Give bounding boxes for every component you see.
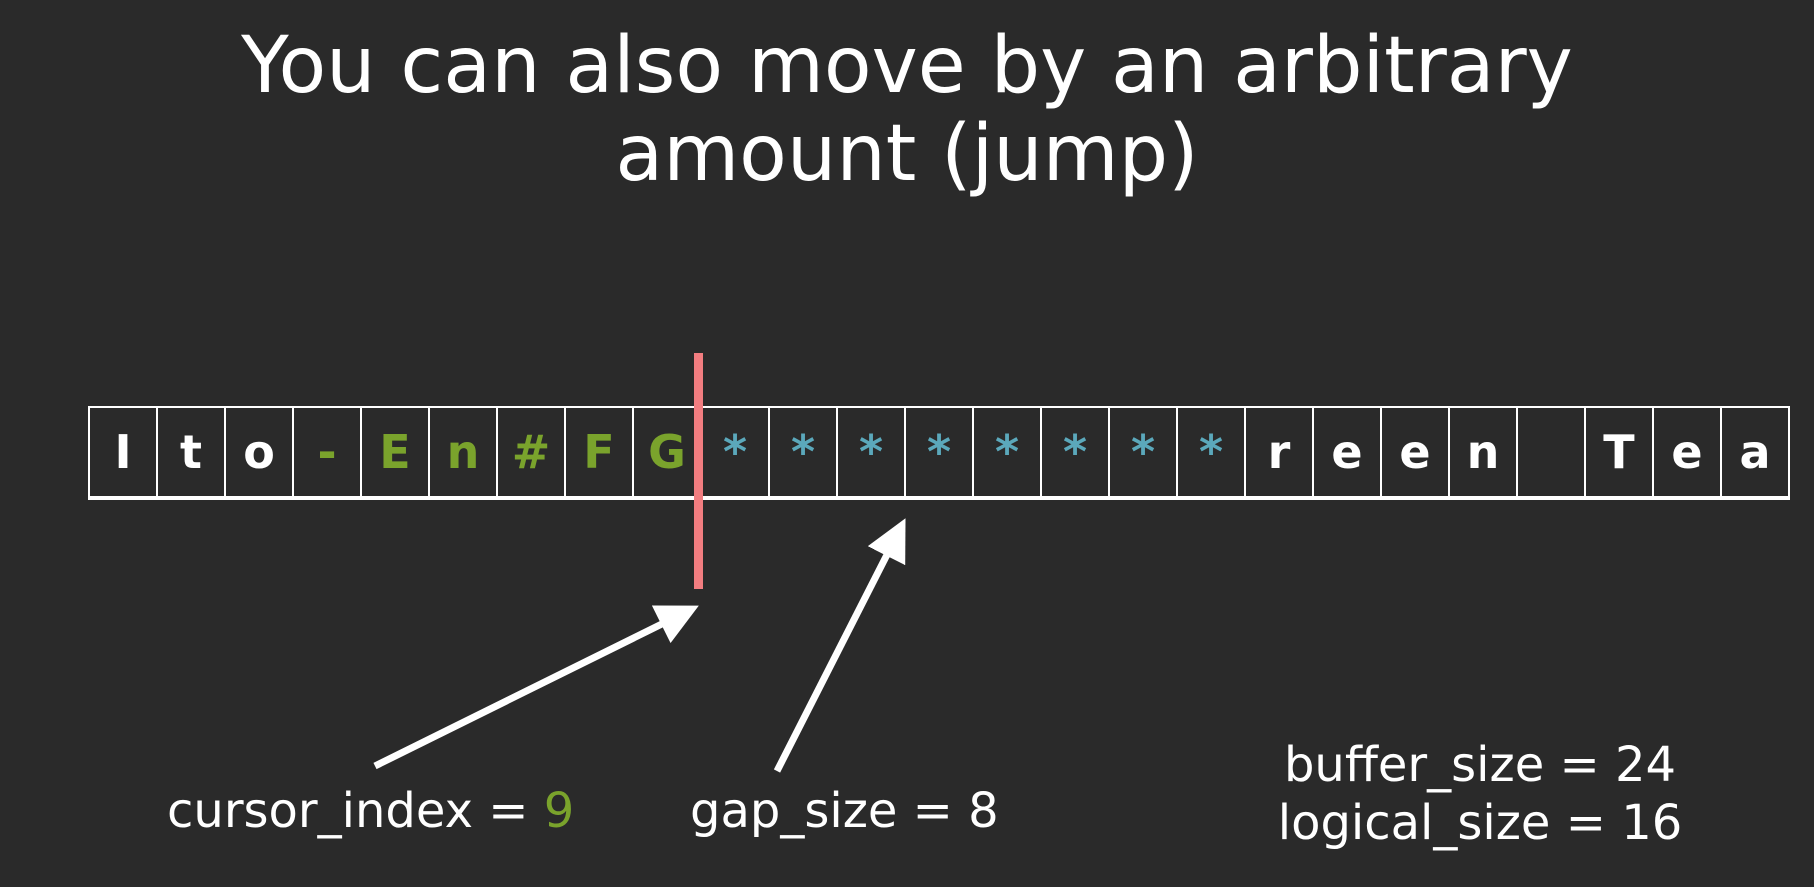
cursor-index-name: cursor_index = (167, 783, 544, 839)
buffer-cell: F (566, 406, 634, 500)
buffer-cell: * (906, 406, 974, 500)
buffer-cell: * (702, 406, 770, 500)
buffer-cell: T (1586, 406, 1654, 500)
buffer-cell: t (158, 406, 226, 500)
buffer-size-label: buffer_size = 24 (1283, 737, 1677, 793)
buffer-cell: # (498, 406, 566, 500)
title-line-2: amount (jump) (615, 109, 1199, 199)
buffer-cell: n (1450, 406, 1518, 500)
title-line-1: You can also move by an arbitrary (241, 21, 1573, 111)
gap-size-arrow (773, 518, 906, 773)
buffer-cell: o (226, 406, 294, 500)
cursor-index-label: cursor_index = 9 (167, 783, 574, 839)
buffer-cell: * (770, 406, 838, 500)
buffer-cell: I (90, 406, 158, 500)
buffer-cell: a (1722, 406, 1790, 500)
buffer-cell (1518, 406, 1586, 500)
logical-size-label: logical_size = 16 (1277, 795, 1683, 851)
buffer-cell: e (1314, 406, 1382, 500)
buffer-cell: * (974, 406, 1042, 500)
size-info: buffer_size = 24 logical_size = 16 (1240, 736, 1720, 852)
buffer-cell: E (362, 406, 430, 500)
buffer-cell: * (1110, 406, 1178, 500)
slide-title: You can also move by an arbitrary amount… (0, 22, 1814, 198)
buffer-cell: r (1246, 406, 1314, 500)
gap-size-label: gap_size = 8 (690, 783, 999, 839)
buffer-cell: * (1178, 406, 1246, 500)
cursor-marker (694, 353, 703, 589)
buffer-cell: n (430, 406, 498, 500)
cursor-index-value: 9 (543, 783, 575, 839)
buffer-cell: * (1042, 406, 1110, 500)
buffer-cell: e (1654, 406, 1722, 500)
buffer-cell: e (1382, 406, 1450, 500)
buffer-cell: * (838, 406, 906, 500)
cursor-index-arrow (373, 605, 699, 770)
buffer-cell: - (294, 406, 362, 500)
